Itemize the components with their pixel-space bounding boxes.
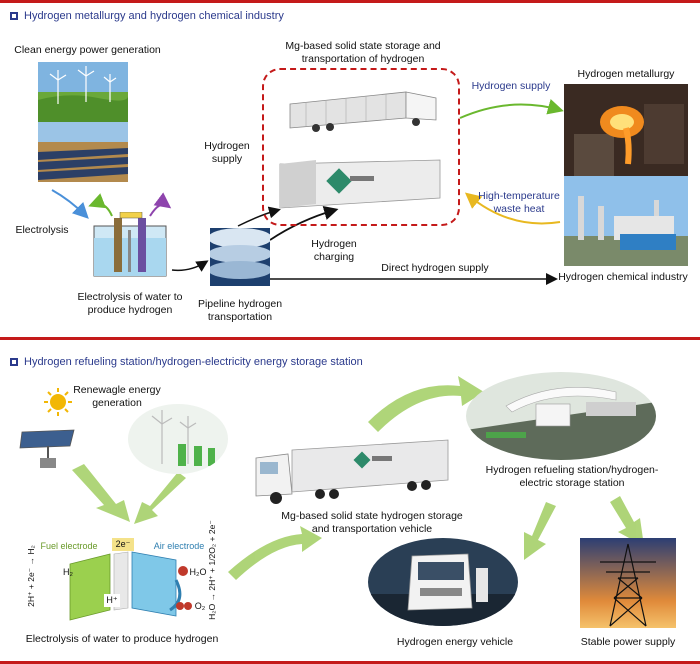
hydrogen-truck-illustration — [252, 438, 452, 508]
hydrogen-supply-right-label: Hydrogen supply — [471, 80, 551, 92]
o2-molecule-icon-2 — [184, 602, 192, 610]
solar-panel-illustration — [19, 429, 75, 468]
chemical-plant-photo — [564, 176, 688, 266]
hydrogen-supply-arrow — [459, 99, 564, 119]
clean-energy-label: Clean energy power generation — [14, 44, 161, 56]
electrolysis-produce-label-2: Electrolysis of water to produce hydroge… — [25, 633, 219, 645]
h-plus-label: H⁺ — [104, 594, 120, 607]
right-equation: H₂O → 2H⁺ + 1/2O₂ + 2e⁻ — [207, 520, 217, 620]
section1-header-text: Hydrogen metallurgy and hydrogen chemica… — [24, 10, 284, 22]
waste-heat-arrow — [464, 192, 561, 225]
storage-trailer-illustration — [286, 84, 442, 134]
section2-header-text: Hydrogen refueling station/hydrogen-elec… — [24, 356, 363, 368]
vehicle-label: Mg-based solid state hydrogen storage an… — [281, 510, 463, 535]
section2-arrows — [72, 376, 644, 580]
top-rule — [0, 0, 700, 3]
renewable-label: Renewagle energy generation — [73, 384, 161, 409]
power-to-electrolysis-arrow — [51, 189, 89, 219]
header-square-icon — [10, 12, 18, 20]
section2-header: Hydrogen refueling station/hydrogen-elec… — [10, 356, 363, 368]
direct-supply-label: Direct hydrogen supply — [381, 262, 489, 274]
metallurgy-photo — [564, 84, 688, 176]
header-square-icon — [10, 358, 18, 366]
to-pipeline-arrow — [171, 260, 209, 272]
h2o-label: H₂O — [189, 567, 207, 577]
mg-storage-label: Mg-based solid state storage and transpo… — [285, 40, 441, 65]
solar-field-photo — [38, 122, 128, 182]
h2-label: H₂ — [63, 567, 73, 577]
fuel-electrode-label: Fuel electrode — [40, 541, 98, 551]
refueling-station-illustration — [466, 372, 656, 460]
energy-vehicle-label: Hydrogen energy vehicle — [396, 636, 514, 648]
hydrogen-charging-label: Hydrogen charging — [311, 238, 357, 263]
wind-turbine-photo — [38, 62, 128, 122]
section1-header: Hydrogen metallurgy and hydrogen chemica… — [10, 10, 284, 22]
bottom-rule — [0, 661, 700, 664]
section1-arrows — [51, 99, 564, 285]
power-tower-photo — [580, 538, 676, 628]
high-temp-label: High-temperature waste heat — [478, 190, 560, 215]
section-divider — [0, 337, 700, 340]
sun-icon — [44, 388, 72, 416]
two-e-label: 2e⁻ — [112, 538, 134, 551]
h2o-molecule-icon — [178, 566, 188, 576]
chemical-label: Hydrogen chemical industry — [558, 271, 688, 283]
mg-storage-dashed-box — [262, 68, 460, 226]
hydrogen-energy-vehicle-photo — [368, 538, 518, 626]
o2-molecule-icon — [176, 602, 184, 610]
station-label: Hydrogen refueling station/hydrogen-elec… — [485, 464, 659, 489]
electrolysis-label: Electrolysis — [15, 224, 69, 236]
pipeline-label: Pipeline hydrogen transportation — [197, 298, 283, 323]
electrolysis-produce-label: Electrolysis of water to produce hydroge… — [77, 291, 183, 316]
power-supply-label: Stable power supply — [580, 636, 676, 648]
air-electrode-label: Air electrode — [153, 541, 205, 551]
left-equation: 2H⁺ + 2e⁻ → H₂ — [26, 545, 36, 607]
wind-charger-illustration — [128, 404, 228, 474]
electrolysis-cell-illustration — [69, 551, 182, 621]
metallurgy-label: Hydrogen metallurgy — [577, 68, 675, 80]
pipeline-photo — [210, 228, 270, 286]
o2-label: O₂ — [194, 601, 206, 611]
hydrogen-charging-arrow — [269, 206, 339, 241]
electrolysis-tank-illustration — [92, 212, 168, 278]
storage-container-illustration — [276, 154, 444, 214]
hydrogen-supply-left-label: Hydrogen supply — [204, 140, 250, 165]
